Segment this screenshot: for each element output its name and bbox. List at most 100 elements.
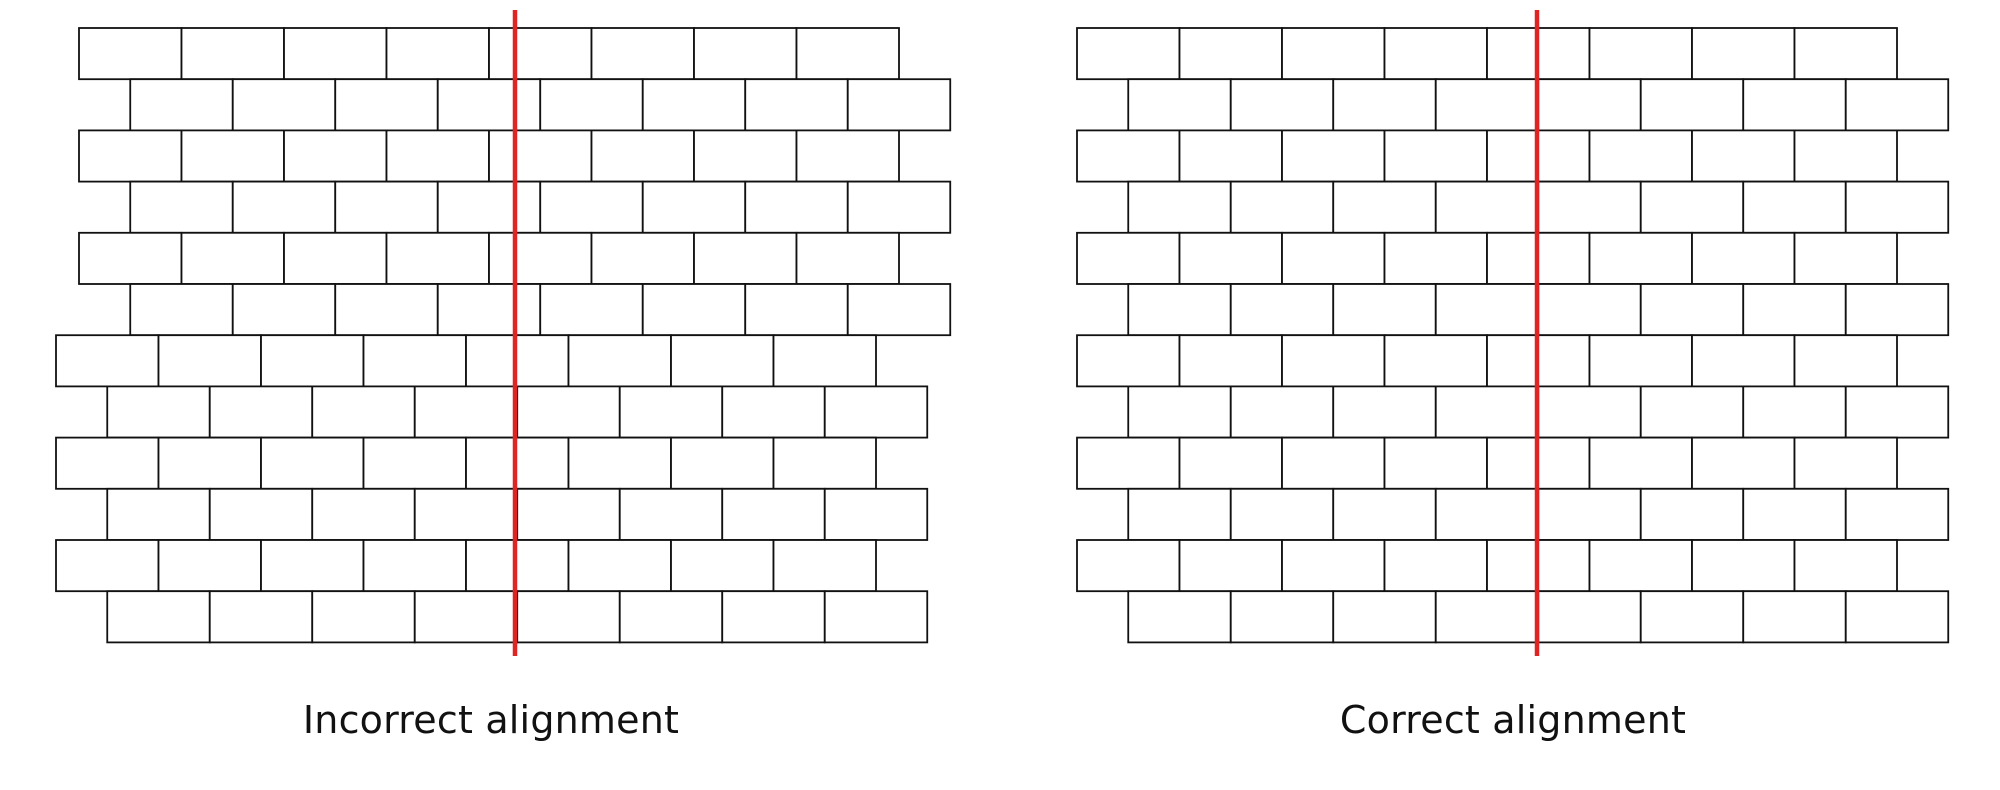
brick [1229, 590, 1335, 644]
brick [1281, 436, 1386, 490]
brick [1434, 385, 1540, 439]
brick [1588, 334, 1693, 388]
brick [55, 539, 160, 593]
incorrect-alignment-caption: Incorrect alignment [302, 698, 680, 742]
brick [334, 180, 439, 234]
brick [1639, 180, 1745, 234]
brick [1178, 334, 1283, 388]
brick [78, 27, 183, 81]
brick [1332, 78, 1437, 132]
brick [1537, 487, 1642, 541]
brick [539, 283, 644, 337]
brick [721, 385, 826, 439]
brick [1588, 27, 1693, 81]
brick [670, 334, 775, 388]
brick [1076, 436, 1181, 490]
brick [1691, 27, 1796, 81]
brick [567, 539, 672, 593]
brick [1588, 436, 1693, 490]
brick [795, 129, 900, 183]
brick [1229, 180, 1335, 234]
brick [488, 129, 593, 183]
brick [311, 385, 416, 439]
brick [1281, 27, 1386, 81]
brick [1434, 78, 1540, 132]
brick [1844, 180, 1950, 234]
brick [413, 590, 519, 644]
brick [1281, 334, 1386, 388]
brick [1178, 539, 1283, 593]
brick [744, 78, 849, 132]
brick [721, 487, 826, 541]
brick [721, 590, 826, 644]
brick [1537, 283, 1642, 337]
brick [1742, 590, 1847, 644]
brick [106, 385, 211, 439]
brick [744, 180, 849, 234]
brick [590, 129, 695, 183]
brick [1332, 180, 1437, 234]
brick [1742, 487, 1847, 541]
brick [1229, 487, 1335, 541]
brick [846, 78, 952, 132]
brick [1434, 180, 1540, 234]
brick [488, 27, 593, 81]
brick [231, 180, 337, 234]
brick [1793, 334, 1898, 388]
brick [334, 283, 439, 337]
brick [55, 436, 160, 490]
brick [1076, 27, 1181, 81]
brick [436, 180, 542, 234]
brick [1127, 385, 1232, 439]
brick [1691, 231, 1796, 285]
brick [1844, 283, 1950, 337]
brick [1691, 436, 1796, 490]
brick [772, 334, 877, 388]
brick [1178, 231, 1283, 285]
brick [1691, 539, 1796, 593]
brick [772, 539, 877, 593]
brick [1742, 180, 1847, 234]
brick [1588, 231, 1693, 285]
brick [1537, 385, 1642, 439]
brick [744, 283, 849, 337]
brick [1127, 78, 1232, 132]
brick [1844, 385, 1950, 439]
brick [1076, 129, 1181, 183]
brick [55, 334, 160, 388]
brick [1434, 487, 1540, 541]
brick [1076, 231, 1181, 285]
brick [231, 78, 337, 132]
brick [1691, 129, 1796, 183]
brick [362, 539, 467, 593]
brick [385, 231, 490, 285]
brick [1332, 487, 1437, 541]
brick [1332, 385, 1437, 439]
brick [180, 27, 285, 81]
brick [1537, 180, 1642, 234]
correct-alignment-caption: Correct alignment [1339, 698, 1687, 742]
brick [1383, 436, 1488, 490]
brick [1742, 385, 1847, 439]
brick [1639, 283, 1745, 337]
brick [1076, 539, 1181, 593]
brick [436, 78, 542, 132]
brick [311, 590, 416, 644]
brick [823, 487, 929, 541]
brick [231, 283, 337, 337]
brick [157, 539, 262, 593]
brick [1793, 231, 1898, 285]
brick [1844, 590, 1950, 644]
brick [1793, 129, 1898, 183]
brick [1178, 436, 1283, 490]
brick [1229, 385, 1335, 439]
brick [539, 180, 644, 234]
brick [1178, 27, 1283, 81]
brick [1332, 590, 1437, 644]
brick [1281, 129, 1386, 183]
brick [1229, 283, 1335, 337]
brick [1076, 334, 1181, 388]
brick [539, 78, 644, 132]
brick [516, 487, 621, 541]
brick [1127, 283, 1232, 337]
